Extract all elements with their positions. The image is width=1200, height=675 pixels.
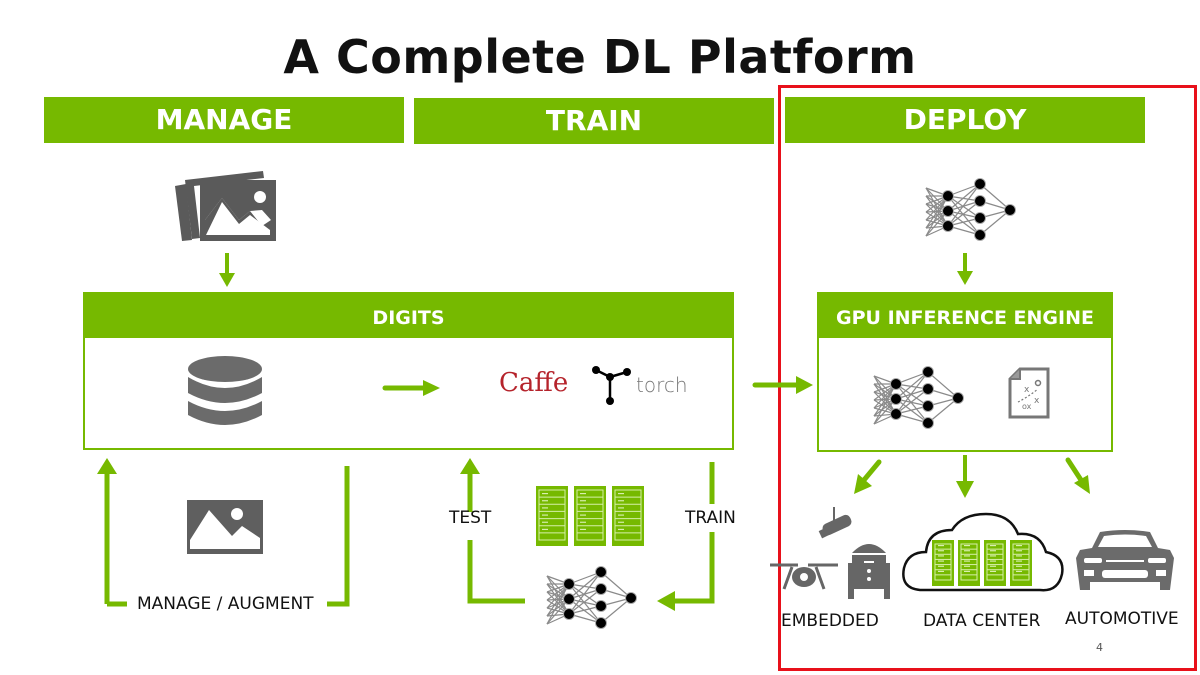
- database-icon: [188, 356, 262, 425]
- arrow-to-embedded: [854, 459, 882, 494]
- phase-manage-header: MANAGE: [44, 97, 404, 143]
- embedded-devices-icon: [770, 507, 890, 599]
- arrow-right-in-digits: [382, 380, 440, 396]
- torch-logo-text: torch: [636, 373, 688, 397]
- page-number: 4: [1096, 641, 1103, 654]
- arrow-down-to-inference: [957, 253, 973, 285]
- torch-logo-icon: [592, 366, 631, 405]
- phase-deploy-header: DEPLOY: [785, 97, 1145, 143]
- cloud-datacenter-icon: [902, 512, 1064, 592]
- image-stack-icon: [175, 171, 276, 241]
- target-automotive-label: AUTOMOTIVE: [1065, 609, 1179, 629]
- digits-panel: DIGITS: [83, 292, 734, 450]
- image-icon-augment: [187, 500, 263, 554]
- train-label: TRAIN: [685, 508, 736, 528]
- slide-title: A Complete DL Platform: [283, 30, 917, 84]
- digits-panel-title: DIGITS: [85, 294, 732, 338]
- arrow-to-datacenter: [956, 455, 974, 498]
- caffe-logo: Caffe: [499, 368, 569, 398]
- inference-engine-panel: GPU INFERENCE ENGINE: [817, 292, 1113, 452]
- target-embedded-label: EMBEDDED: [781, 611, 879, 631]
- neural-network-icon-train: [546, 566, 637, 629]
- test-label: TEST: [449, 508, 492, 528]
- neural-network-icon-deploy: [925, 178, 1016, 241]
- optimization-plan-icon: x x ox: [1008, 367, 1050, 419]
- target-datacenter-label: DATA CENTER: [923, 611, 1041, 631]
- car-icon: [1076, 530, 1174, 590]
- manage-augment-loop: [97, 458, 350, 607]
- arrow-down-to-digits: [219, 253, 235, 287]
- gpu-servers-icon: [536, 486, 644, 546]
- neural-network-icon-inference: [873, 366, 964, 429]
- phase-train-header: TRAIN: [414, 98, 774, 144]
- train-test-loop: [460, 458, 715, 611]
- manage-augment-label: MANAGE / AUGMENT: [137, 594, 314, 614]
- inference-engine-title: GPU INFERENCE ENGINE: [819, 294, 1111, 338]
- arrow-digits-to-inference: [752, 376, 813, 394]
- svg-text:x: x: [1024, 385, 1030, 395]
- svg-text:ox: ox: [1022, 402, 1032, 411]
- arrow-to-automotive: [1065, 457, 1090, 494]
- svg-text:x: x: [1034, 396, 1040, 406]
- deploy-highlight-frame: [778, 85, 1197, 671]
